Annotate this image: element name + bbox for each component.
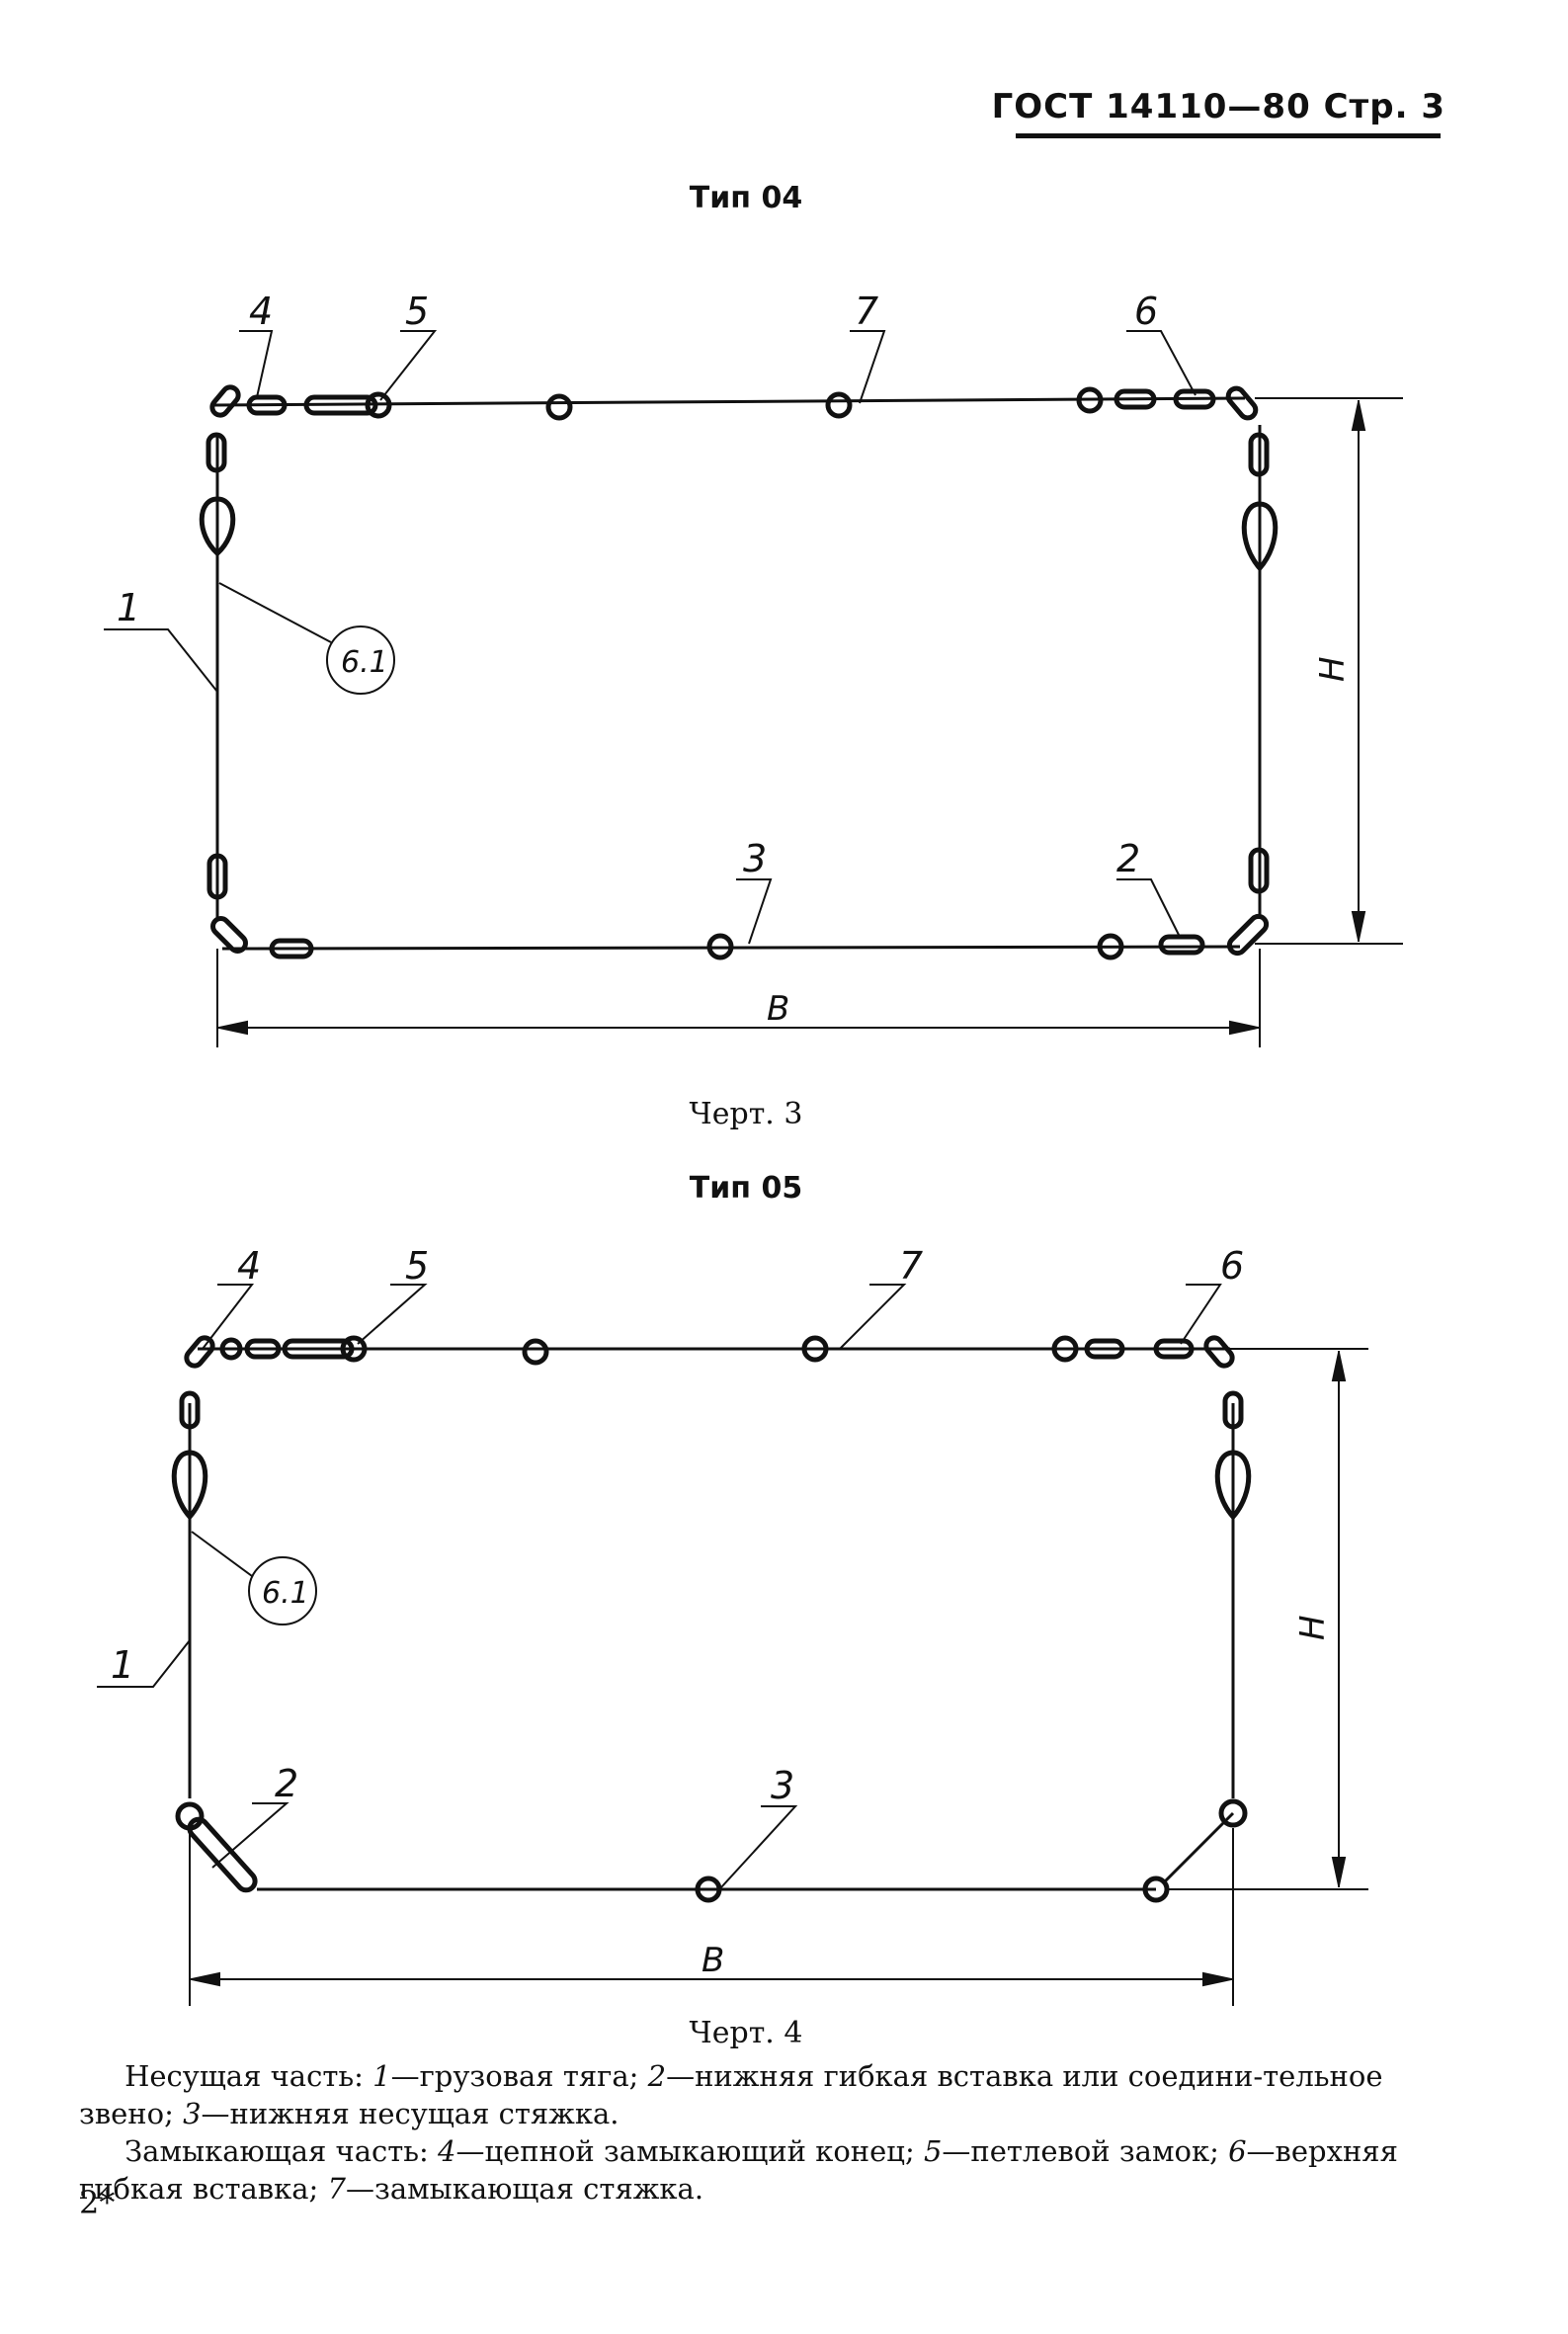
fig1-ring — [1076, 386, 1104, 414]
fig1-thimble — [1241, 501, 1279, 572]
fig1-caption: Черт. 3 — [689, 1097, 803, 1131]
fig1-chain-link — [1226, 913, 1270, 957]
fig2-type-label: Тип 05 — [689, 1171, 803, 1206]
fig2-label-3: 3 — [771, 1764, 794, 1807]
fig1-dim-b: B — [767, 989, 789, 1029]
fig2-label-7: 7 — [899, 1244, 923, 1288]
fig1-chain-link — [1173, 388, 1216, 410]
fig2-chain-link — [1084, 1338, 1125, 1360]
fig1-type-label: Тип 04 — [689, 181, 803, 215]
fig1-ref-text: 6.1 — [341, 645, 388, 680]
fig2-ring — [219, 1337, 243, 1361]
fig2-ring — [801, 1335, 829, 1363]
fig2-label-5: 5 — [405, 1244, 429, 1288]
fig1-chain-link — [246, 394, 288, 416]
fig1-loop-lock — [303, 394, 378, 416]
fig2-flex-insert — [187, 1816, 258, 1893]
fig2-caption: Черт. 4 — [689, 2016, 803, 2050]
fig1-label-5: 5 — [405, 290, 429, 333]
fig1-drawing: 4 5 7 6 3 2 1 6.1 B H — [104, 290, 1403, 1047]
fig2-drawing: 4 5 7 6 3 2 1 6.1 B H — [97, 1244, 1368, 2006]
fig2-ring — [1051, 1335, 1079, 1363]
fig2-ref-circle — [248, 1556, 317, 1625]
fig1-chain-link — [210, 916, 248, 954]
fig2-label-1: 1 — [111, 1643, 134, 1687]
fig2-chain-link — [179, 1390, 201, 1430]
fig1-ref-circle — [326, 625, 395, 695]
fig2-chain-link — [244, 1338, 282, 1360]
fig2-ring — [695, 1876, 722, 1903]
fig2-ring — [1218, 1798, 1248, 1828]
fig1-label-7: 7 — [855, 290, 878, 333]
fig2-label-6: 6 — [1220, 1244, 1244, 1288]
fig2-dim-b: B — [701, 1941, 724, 1980]
fig1-dim-h: H — [1313, 656, 1353, 682]
fig1-ring — [825, 391, 853, 419]
header-rule — [1016, 133, 1441, 138]
fig2-label-2: 2 — [275, 1762, 298, 1805]
fig2-thimble — [1214, 1450, 1252, 1521]
fig1-label-2: 2 — [1116, 837, 1140, 880]
page-header: ГОСТ 14110—80 Стр. 3 — [991, 87, 1445, 126]
fig1-label-6: 6 — [1134, 290, 1158, 333]
fig2-ring — [522, 1338, 549, 1366]
fig1-ring — [365, 391, 392, 419]
fig1-label-3: 3 — [743, 837, 767, 880]
fig1-label-4: 4 — [249, 290, 273, 333]
fig1-chain-link — [206, 853, 228, 900]
fig2-thimble — [171, 1450, 208, 1521]
fig1-chain-link — [1248, 847, 1270, 894]
fig1-ring — [1097, 933, 1124, 960]
fig1-chain-link — [209, 384, 241, 418]
fig2-label-4: 4 — [237, 1244, 261, 1288]
fig1-chain-link — [269, 938, 314, 959]
fig1-chain-link — [1114, 388, 1157, 410]
fig1-ring — [545, 393, 573, 421]
fig2-chain-link — [184, 1335, 215, 1369]
legend-closing: Замыкающая часть: 4—цепной замыкающий ко… — [79, 2134, 1398, 2206]
fig1-flex-insert — [1158, 934, 1205, 956]
fig2-ref-text: 6.1 — [262, 1576, 309, 1611]
fig1-chain-link — [1225, 385, 1259, 421]
fig2-chain-link — [1222, 1390, 1244, 1430]
fig2-chain-link — [1153, 1338, 1195, 1360]
fig2-chain-link — [1203, 1335, 1235, 1369]
fig2-ring — [340, 1335, 368, 1363]
page-number: 2* — [79, 2184, 116, 2221]
fig1-chain-link — [1248, 432, 1270, 477]
fig1-ring — [706, 933, 734, 960]
fig1-thimble — [199, 496, 236, 557]
fig1-chain-link — [206, 432, 227, 473]
legend-carrying: Несущая часть: 1—грузовая тяга; 2—нижняя… — [79, 2059, 1383, 2130]
fig2-loop-lock — [282, 1338, 355, 1360]
legend: Несущая часть: 1—грузовая тяга; 2—нижняя… — [79, 2057, 1462, 2208]
fig2-dim-h: H — [1293, 1615, 1333, 1640]
fig1-top-tie — [211, 396, 1246, 407]
fig1-label-1: 1 — [117, 586, 140, 629]
